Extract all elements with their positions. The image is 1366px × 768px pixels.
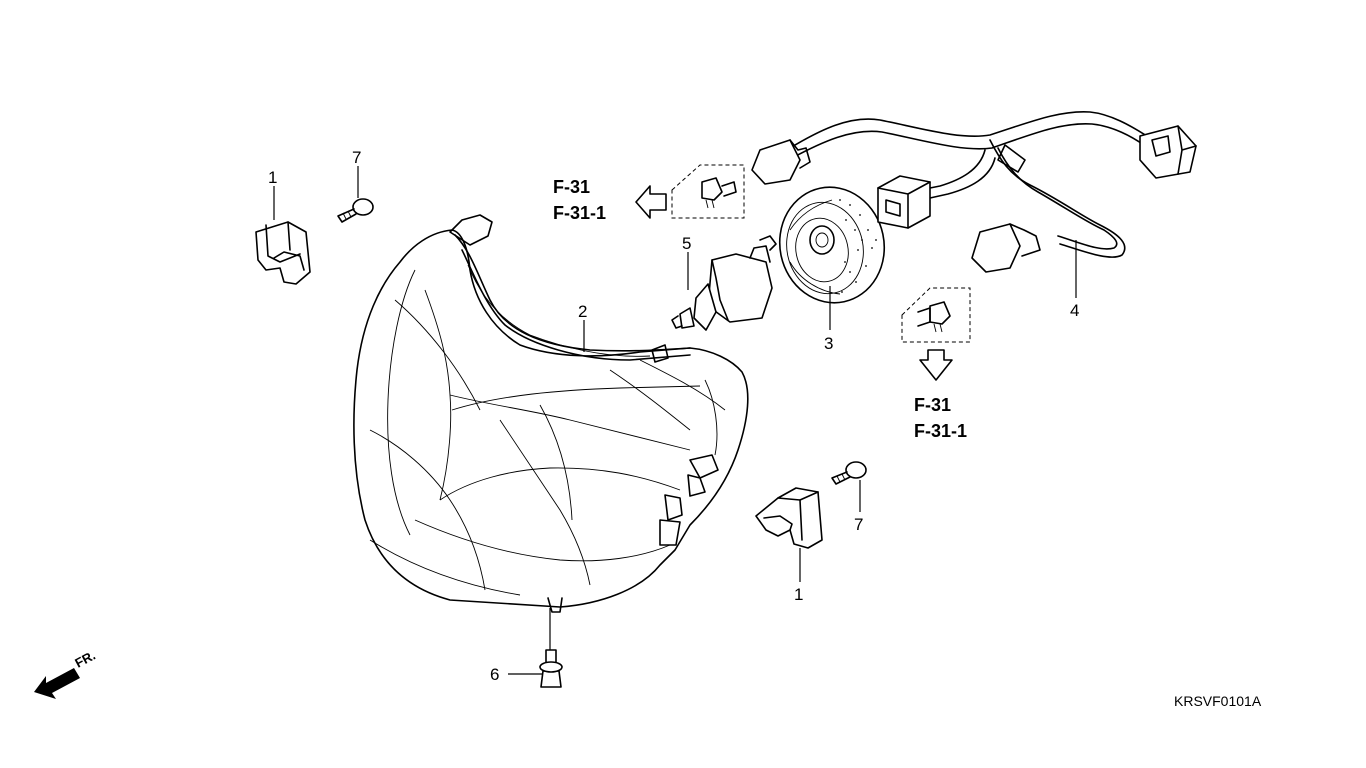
clip-right[interactable]: [755, 487, 823, 549]
screw-right[interactable]: [831, 461, 867, 485]
outline-arrow-down-icon: [919, 349, 953, 381]
ref-label-left-bottom[interactable]: F-31-1: [553, 203, 606, 223]
bulb-cover[interactable]: [769, 177, 895, 312]
leader-lines: [273, 166, 1077, 675]
headlight-bulb[interactable]: [671, 235, 777, 331]
screw-left[interactable]: [337, 198, 374, 223]
callout-1-clip-left: 1: [268, 168, 277, 187]
ref-label-right-top[interactable]: F-31: [914, 395, 951, 415]
ref-label-left-top[interactable]: F-31: [553, 177, 590, 197]
position-bulb-ref-right: [901, 287, 971, 343]
position-bulb-ref-left: [671, 164, 745, 219]
callout-3-cover: 3: [824, 334, 833, 353]
headlight-unit[interactable]: [353, 214, 749, 613]
diagram-code: KRSVF0101A: [1174, 693, 1262, 709]
front-direction-indicator: FR.: [34, 648, 98, 699]
front-label: FR.: [72, 648, 98, 671]
clip-left[interactable]: [255, 221, 311, 285]
wire-harness[interactable]: [751, 110, 1197, 273]
callout-2-headlight: 2: [578, 302, 587, 321]
callout-7-screw-right: 7: [854, 515, 863, 534]
callout-4-harness: 4: [1070, 301, 1079, 320]
outline-arrow-left-icon: [635, 185, 667, 219]
callout-1-clip-right: 1: [794, 585, 803, 604]
callout-5-bulb: 5: [682, 234, 691, 253]
callout-6-bolt: 6: [490, 665, 499, 684]
ref-label-right-bottom[interactable]: F-31-1: [914, 421, 967, 441]
callout-7-screw-left: 7: [352, 148, 361, 167]
bolt[interactable]: [539, 649, 563, 688]
front-direction-arrow-icon: [34, 668, 80, 699]
